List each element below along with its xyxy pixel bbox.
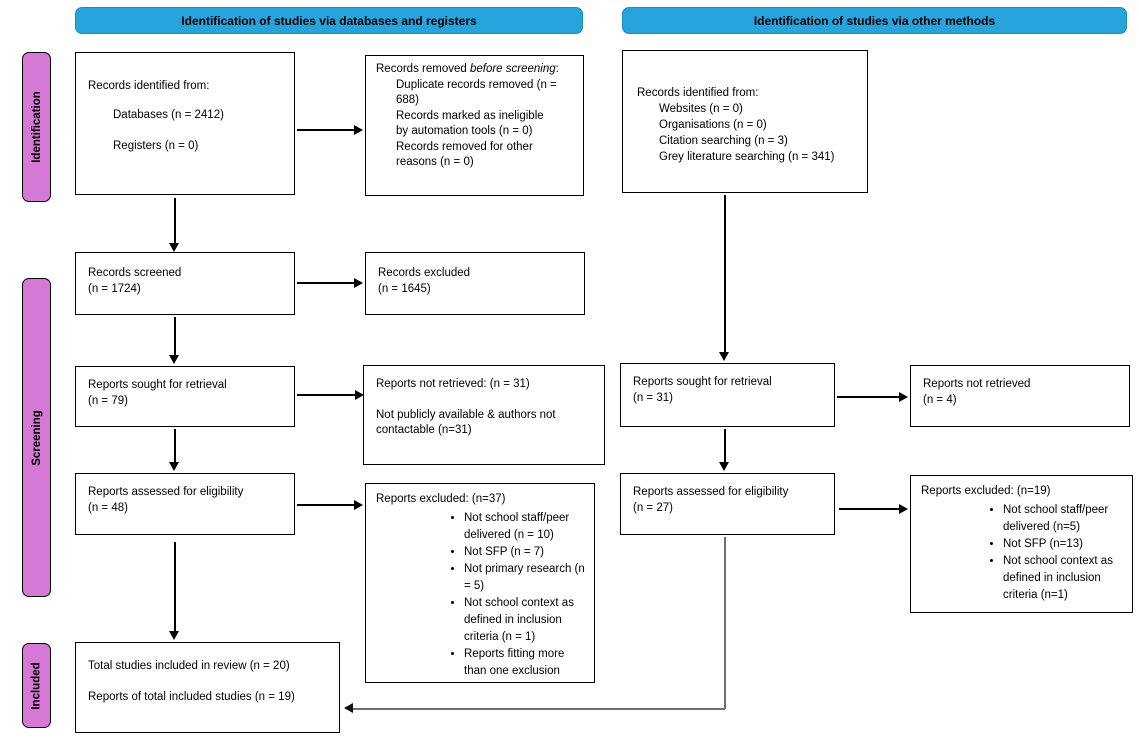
- list-item: Not school context as defined in inclusi…: [1003, 553, 1126, 604]
- header-label: Identification of studies via databases …: [181, 13, 477, 28]
- box-line: (n = 31): [633, 391, 673, 404]
- box-line: Reports not retrieved: [923, 378, 1031, 390]
- arrow-assessed-to-excluded: [297, 504, 354, 506]
- reports-assessed-other-box: Reports assessed for eligibility (n = 27…: [620, 473, 835, 535]
- list-item: Not school staff/peer delivered (n = 10): [464, 510, 588, 544]
- stage-label-text: Identification: [30, 91, 43, 163]
- box-line: Reports sought for retrieval: [88, 379, 227, 391]
- connector-other-assessed-to-included-line: [353, 708, 725, 710]
- arrow-sought-to-not-retrieved: [297, 394, 355, 396]
- reports-assessed-databases-box: Reports assessed for eligibility (n = 48…: [75, 473, 295, 535]
- box-line: (n = 1724): [88, 282, 141, 295]
- box-title: Reports excluded: (n=37): [376, 493, 506, 505]
- box-line: (n = 48): [88, 501, 128, 514]
- records-removed-box: Records removed before screening: Duplic…: [365, 55, 584, 196]
- arrow-other-sought-to-assessed: [724, 429, 726, 463]
- arrowhead-down-icon: [169, 243, 179, 252]
- arrowhead-right-icon: [354, 278, 363, 288]
- reports-sought-other-box: Reports sought for retrieval (n = 31): [620, 363, 835, 427]
- box-line: (n = 1645): [378, 282, 431, 295]
- box-title: Reports excluded: (n=19): [921, 485, 1051, 497]
- arrow-other-identified-to-sought: [724, 195, 726, 353]
- reports-excluded-databases-box: Reports excluded: (n=37) Not school staf…: [365, 483, 595, 683]
- records-screened-box: Records screened (n = 1724): [75, 252, 295, 315]
- list-item: Records removed for other reasons (n = 0…: [396, 140, 533, 169]
- list-item: Not primary research (n = 5): [464, 561, 588, 595]
- list-item: Organisations (n = 0): [659, 119, 767, 131]
- box-bullet-list: Not school staff/peer delivered (n=5)Not…: [921, 502, 1126, 604]
- box-title: Records removed before screening:: [376, 62, 575, 78]
- arrow-sought-to-assessed: [174, 429, 176, 463]
- box-line: Reports of total included studies (n = 1…: [88, 690, 295, 703]
- list-item: Websites (n = 0): [659, 103, 743, 115]
- box-title: Records identified from:: [88, 80, 210, 92]
- arrow-other-assessed-to-excluded: [839, 508, 899, 510]
- box-item-list: Websites (n = 0) Organisations (n = 0) Cit…: [659, 101, 859, 165]
- box-line: (n = 79): [88, 394, 128, 407]
- arrowhead-down-icon: [719, 462, 729, 471]
- arrowhead-down-icon: [169, 631, 179, 640]
- box-line: Reports assessed for eligibility: [88, 486, 244, 498]
- stage-label-text: Included: [30, 661, 43, 710]
- arrow-screened-to-excluded: [297, 282, 354, 284]
- arrowhead-left-icon: [344, 703, 353, 713]
- arrowhead-right-icon: [355, 390, 364, 400]
- connector-other-assessed-down-line: [724, 537, 726, 709]
- reports-excluded-other-box: Reports excluded: (n=19) Not school staf…: [910, 475, 1133, 613]
- arrowhead-right-icon: [354, 500, 363, 510]
- box-item-list: Databases (n = 2412) Registers (n = 0): [113, 108, 286, 155]
- list-item: Not SFP (n = 7): [464, 544, 588, 561]
- list-item: Grey literature searching (n = 341): [659, 151, 835, 163]
- arrow-identified-to-removed: [297, 129, 354, 131]
- arrow-assessed-to-included: [174, 542, 176, 632]
- box-line: Records excluded: [378, 267, 471, 279]
- box-title: Records identified from:: [637, 87, 759, 99]
- box-title-italic: before screening: [469, 63, 556, 75]
- box-line: (n = 4): [923, 393, 957, 406]
- arrowhead-down-icon: [169, 355, 179, 364]
- records-identified-databases-box: Records identified from: Databases (n = …: [75, 52, 295, 195]
- box-line: Reports not retrieved: (n = 31): [376, 378, 530, 390]
- list-item: Not SFP (n=13): [1003, 536, 1126, 553]
- reports-not-retrieved-other-box: Reports not retrieved (n = 4): [910, 365, 1130, 427]
- arrowhead-down-icon: [169, 462, 179, 471]
- arrowhead-down-icon: [719, 352, 729, 361]
- header-label: Identification of studies via other meth…: [753, 13, 996, 28]
- box-line: Records screened: [88, 267, 182, 279]
- arrow-screened-to-sought: [174, 317, 176, 356]
- list-item: Duplicate records removed (n = 688): [396, 78, 557, 107]
- stage-label-identification: Identification: [22, 52, 51, 202]
- list-item: Not school context as defined in inclusi…: [464, 595, 588, 646]
- box-line: Total studies included in review (n = 20…: [88, 660, 290, 672]
- records-excluded-box: Records excluded (n = 1645): [365, 252, 585, 315]
- list-item: Not school staff/peer delivered (n=5): [1003, 502, 1126, 536]
- list-item: Citation searching (n = 3): [659, 135, 788, 147]
- header-other-methods: Identification of studies via other meth…: [622, 7, 1127, 34]
- list-item: Reports fitting more than one exclusion …: [464, 646, 588, 682]
- list-item: Databases (n = 2412): [113, 108, 224, 121]
- box-item-list: Duplicate records removed (n = 688)Recor…: [396, 78, 575, 171]
- box-line: Reports sought for retrieval: [633, 376, 772, 388]
- reports-sought-databases-box: Reports sought for retrieval (n = 79): [75, 366, 295, 427]
- stage-label-text: Screening: [30, 409, 43, 466]
- stage-label-screening: Screening: [22, 278, 51, 597]
- box-line: (n = 27): [633, 501, 673, 514]
- studies-included-box: Total studies included in review (n = 20…: [75, 642, 340, 733]
- box-title-text: Records removed: [376, 63, 470, 75]
- box-line: Not publicly available & authors not con…: [376, 408, 556, 437]
- box-line: Reports assessed for eligibility: [633, 486, 789, 498]
- records-identified-other-box: Records identified from: Websites (n = 0…: [622, 50, 868, 193]
- arrowhead-right-icon: [899, 504, 908, 514]
- arrowhead-right-icon: [899, 392, 908, 402]
- stage-label-included: Included: [22, 643, 51, 728]
- box-bullet-list: Not school staff/peer delivered (n = 10)…: [376, 510, 588, 682]
- list-item: Records marked as ineligible by automati…: [396, 109, 544, 138]
- box-title-colon: :: [555, 63, 559, 75]
- header-databases-registers: Identification of studies via databases …: [75, 7, 583, 34]
- reports-not-retrieved-databases-box: Reports not retrieved: (n = 31) Not publ…: [363, 365, 605, 465]
- arrowhead-right-icon: [354, 125, 363, 135]
- list-item: Registers (n = 0): [113, 140, 199, 152]
- arrow-identified-to-screened: [174, 198, 176, 244]
- arrow-other-sought-to-not-retrieved: [837, 396, 899, 398]
